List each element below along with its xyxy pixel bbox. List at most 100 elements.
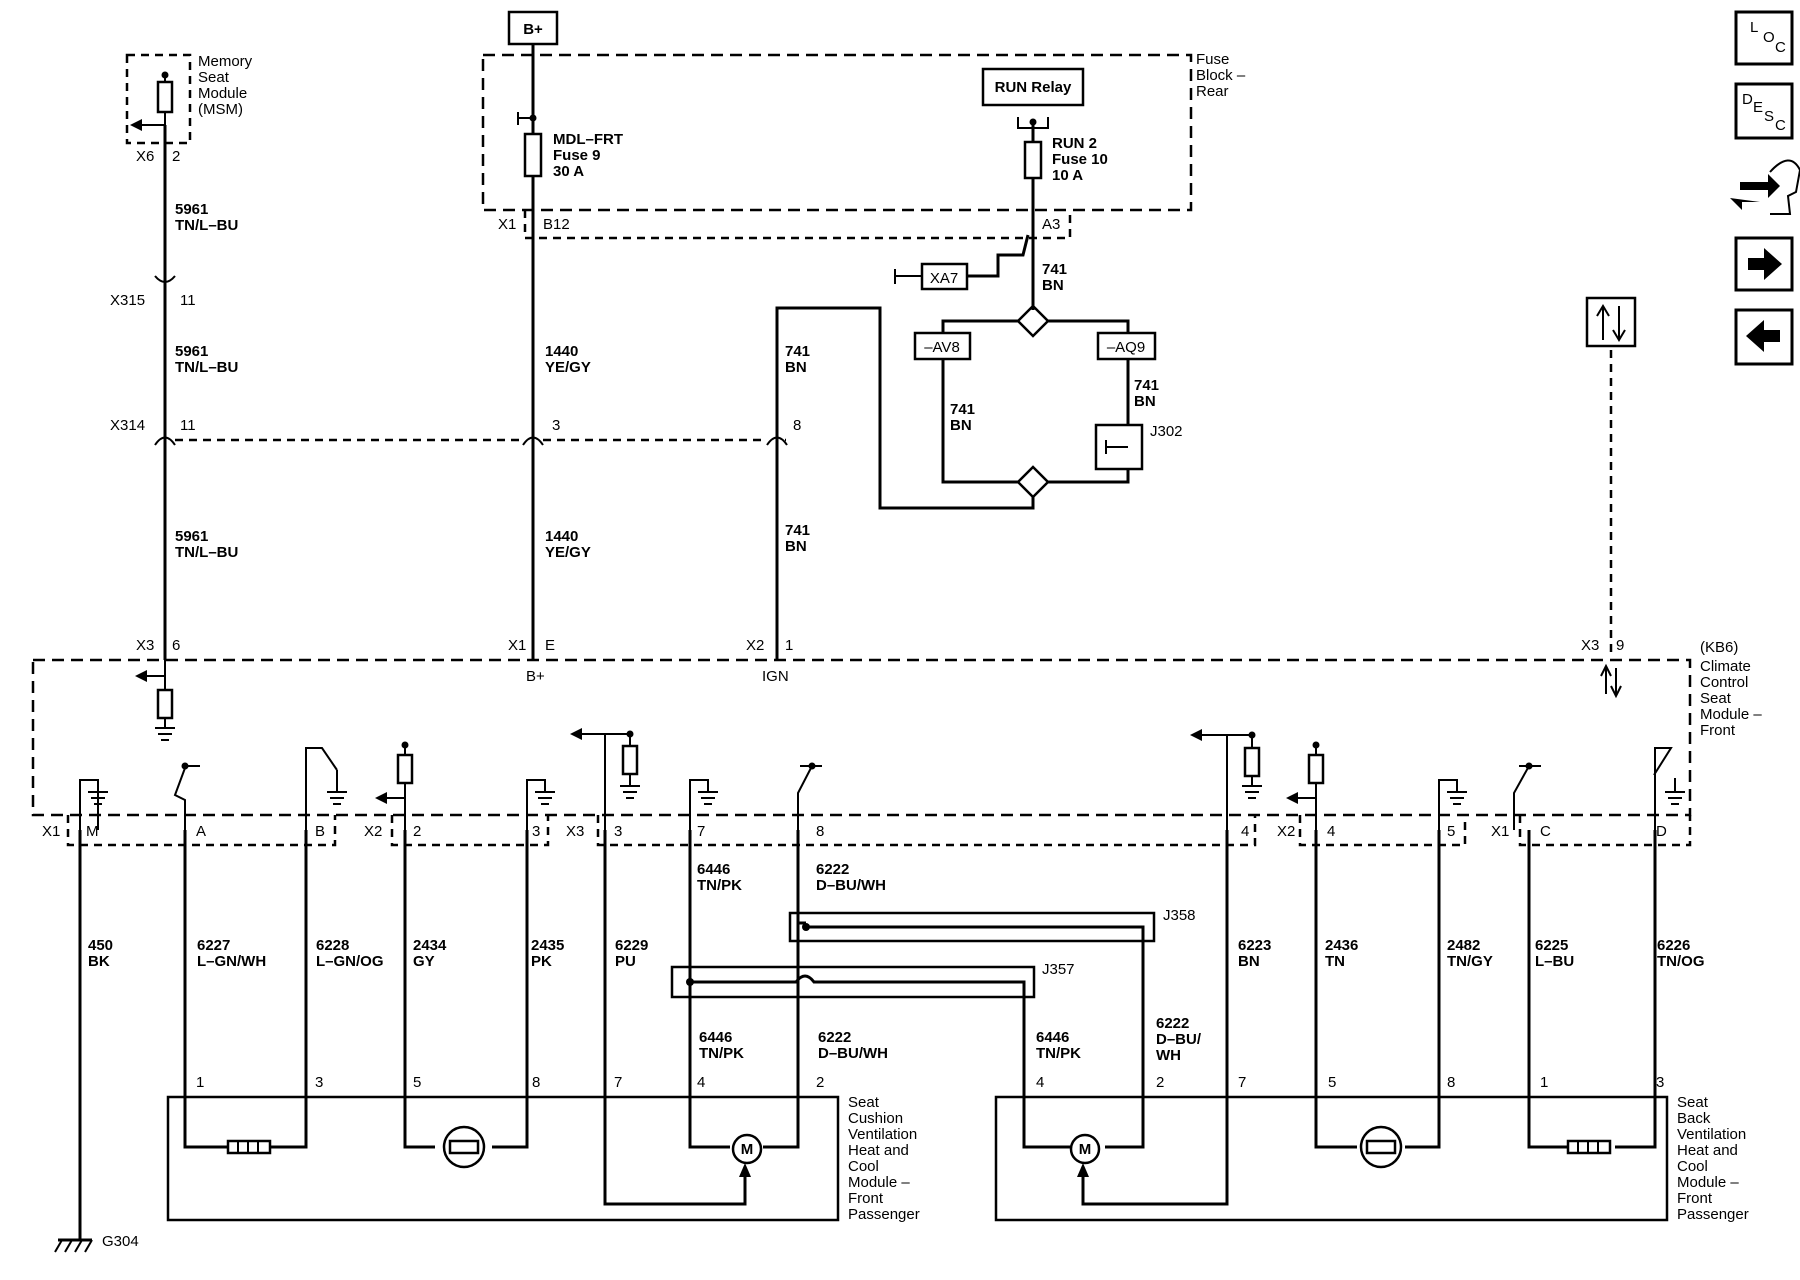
svg-text:X1: X1 [1491, 823, 1509, 840]
svg-text:X2: X2 [746, 637, 764, 654]
io-arrows-icon [1585, 296, 1637, 348]
svg-text:X1: X1 [498, 216, 516, 233]
svg-text:2436: 2436 [1325, 937, 1358, 954]
svg-text:6227: 6227 [197, 937, 230, 954]
svg-text:D–BU/: D–BU/ [1156, 1031, 1202, 1048]
svg-text:X2: X2 [364, 823, 382, 840]
svg-text:Module: Module [198, 85, 247, 102]
cushion-sensor [442, 1125, 486, 1169]
wire-741-av8-label: 741 BN [950, 401, 975, 434]
svg-text:5961: 5961 [175, 343, 208, 360]
wire-1440-label-2: 1440 YE/GY [545, 528, 591, 561]
svg-text:Seat: Seat [848, 1094, 880, 1111]
svg-text:X2: X2 [1277, 823, 1295, 840]
wire-1440-label-1: 1440 YE/GY [545, 343, 591, 376]
svg-text:B12: B12 [543, 216, 570, 233]
bplus-label: B+ [523, 21, 543, 38]
forward-arrow-button[interactable] [1734, 236, 1794, 292]
bplus-source: B+ [507, 10, 559, 46]
svg-text:Module –: Module – [1700, 706, 1762, 723]
svg-text:Control: Control [1700, 674, 1748, 691]
svg-text:5: 5 [1328, 1074, 1336, 1091]
seat-cushion-title: Seat Cushion Ventilation Heat and Cool M… [848, 1094, 920, 1223]
svg-text:X315: X315 [110, 292, 145, 309]
svg-text:Climate: Climate [1700, 658, 1751, 675]
svg-text:BN: BN [1238, 953, 1260, 970]
svg-text:3: 3 [614, 823, 622, 840]
svg-text:BN: BN [1042, 277, 1064, 294]
j302-connector [1094, 423, 1144, 471]
svg-text:8: 8 [1447, 1074, 1455, 1091]
svg-text:–AV8: –AV8 [924, 339, 960, 356]
svg-text:9: 9 [1616, 637, 1624, 654]
svg-text:1: 1 [1540, 1074, 1548, 1091]
seat-back-module [994, 1095, 1669, 1222]
location-button[interactable]: L O C [1734, 10, 1794, 66]
svg-text:X3: X3 [566, 823, 584, 840]
description-button[interactable]: D E S C [1734, 82, 1794, 140]
svg-text:10 A: 10 A [1052, 167, 1083, 184]
svg-text:TN/L–BU: TN/L–BU [175, 544, 238, 561]
back-arrow-button[interactable] [1734, 308, 1794, 366]
svg-text:L–BU: L–BU [1535, 953, 1574, 970]
svg-text:TN/L–BU: TN/L–BU [175, 359, 238, 376]
svg-text:2482: 2482 [1447, 937, 1480, 954]
svg-text:Ventilation: Ventilation [1677, 1126, 1746, 1143]
svg-text:1440: 1440 [545, 343, 578, 360]
msm-title: Memory Seat Module (MSM) [198, 53, 253, 118]
svg-text:A: A [196, 823, 206, 840]
svg-text:7: 7 [697, 823, 705, 840]
wire-741-label-1: 741 BN [785, 343, 810, 376]
svg-text:C: C [1775, 117, 1786, 134]
svg-text:3: 3 [1656, 1074, 1664, 1091]
cushion-blower-motor: M [731, 1133, 763, 1165]
svg-text:8: 8 [532, 1074, 540, 1091]
svg-text:TN/GY: TN/GY [1447, 953, 1493, 970]
svg-text:M: M [741, 1141, 754, 1158]
svg-text:2: 2 [1156, 1074, 1164, 1091]
svg-text:Fuse 10: Fuse 10 [1052, 151, 1108, 168]
svg-text:(KB6): (KB6) [1700, 639, 1738, 656]
svg-text:1440: 1440 [545, 528, 578, 545]
svg-text:6222: 6222 [1156, 1015, 1189, 1032]
back-sensor [1359, 1125, 1403, 1169]
fuse-block-title: Fuse Block – Rear [1196, 51, 1246, 100]
svg-text:3: 3 [315, 1074, 323, 1091]
svg-text:741: 741 [785, 343, 810, 360]
svg-text:TN/L–BU: TN/L–BU [175, 217, 238, 234]
svg-text:Front: Front [1700, 722, 1736, 739]
fuse-block-rear-outline [481, 53, 1193, 212]
svg-text:XA7: XA7 [930, 270, 958, 287]
kb6-module-outline [31, 658, 1692, 817]
svg-text:741: 741 [1134, 377, 1159, 394]
svg-text:450: 450 [88, 937, 113, 954]
svg-text:6446: 6446 [699, 1029, 732, 1046]
svg-text:J358: J358 [1163, 907, 1196, 924]
fuse-9-symbol [523, 132, 543, 178]
svg-text:MDL–FRT: MDL–FRT [553, 131, 623, 148]
svg-text:S: S [1764, 108, 1774, 125]
back-heater-element [1566, 1139, 1612, 1155]
svg-text:6222: 6222 [816, 861, 849, 878]
svg-text:IGN: IGN [762, 668, 789, 685]
svg-text:RUN Relay: RUN Relay [995, 79, 1072, 96]
run-relay: RUN Relay [981, 67, 1085, 107]
svg-text:1: 1 [196, 1074, 204, 1091]
svg-text:2: 2 [816, 1074, 824, 1091]
svg-text:YE/GY: YE/GY [545, 544, 591, 561]
connector-tool-icon[interactable] [1730, 159, 1800, 215]
svg-text:BN: BN [950, 417, 972, 434]
cushion-heater-element [190, 1139, 272, 1155]
svg-text:WH: WH [1156, 1047, 1181, 1064]
svg-text:6446: 6446 [1036, 1029, 1069, 1046]
svg-text:L–GN/WH: L–GN/WH [197, 953, 266, 970]
svg-text:D–BU/WH: D–BU/WH [816, 877, 886, 894]
svg-text:6446: 6446 [697, 861, 730, 878]
